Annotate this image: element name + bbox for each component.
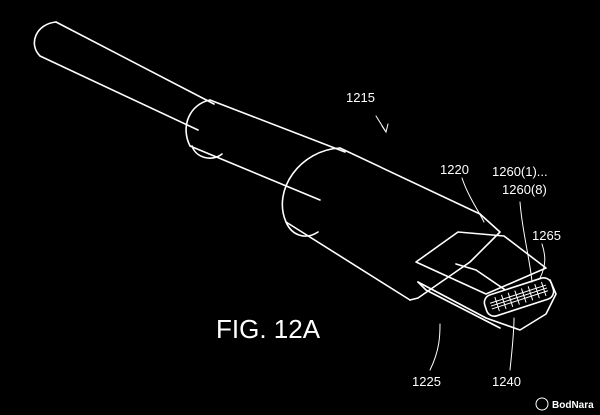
housing-face (415, 231, 547, 295)
connector-housing (281, 147, 501, 301)
label-1240: 1240 (492, 374, 521, 389)
cable (33, 21, 215, 131)
label-1225: 1225 (412, 374, 441, 389)
watermark-text: BodNara (552, 400, 594, 411)
label-1260-range: 1260(1)... (492, 164, 548, 179)
label-1215: 1215 (346, 90, 375, 105)
contact-pad (483, 277, 555, 317)
figure-caption: FIG. 12A (216, 314, 321, 344)
watermark-logo: BodNara (535, 397, 594, 411)
label-1260-end: 1260(8) (502, 182, 547, 197)
strain-relief (185, 99, 346, 201)
label-1220: 1220 (440, 162, 469, 177)
label-1265: 1265 (532, 228, 561, 243)
leader-lines (375, 115, 546, 371)
